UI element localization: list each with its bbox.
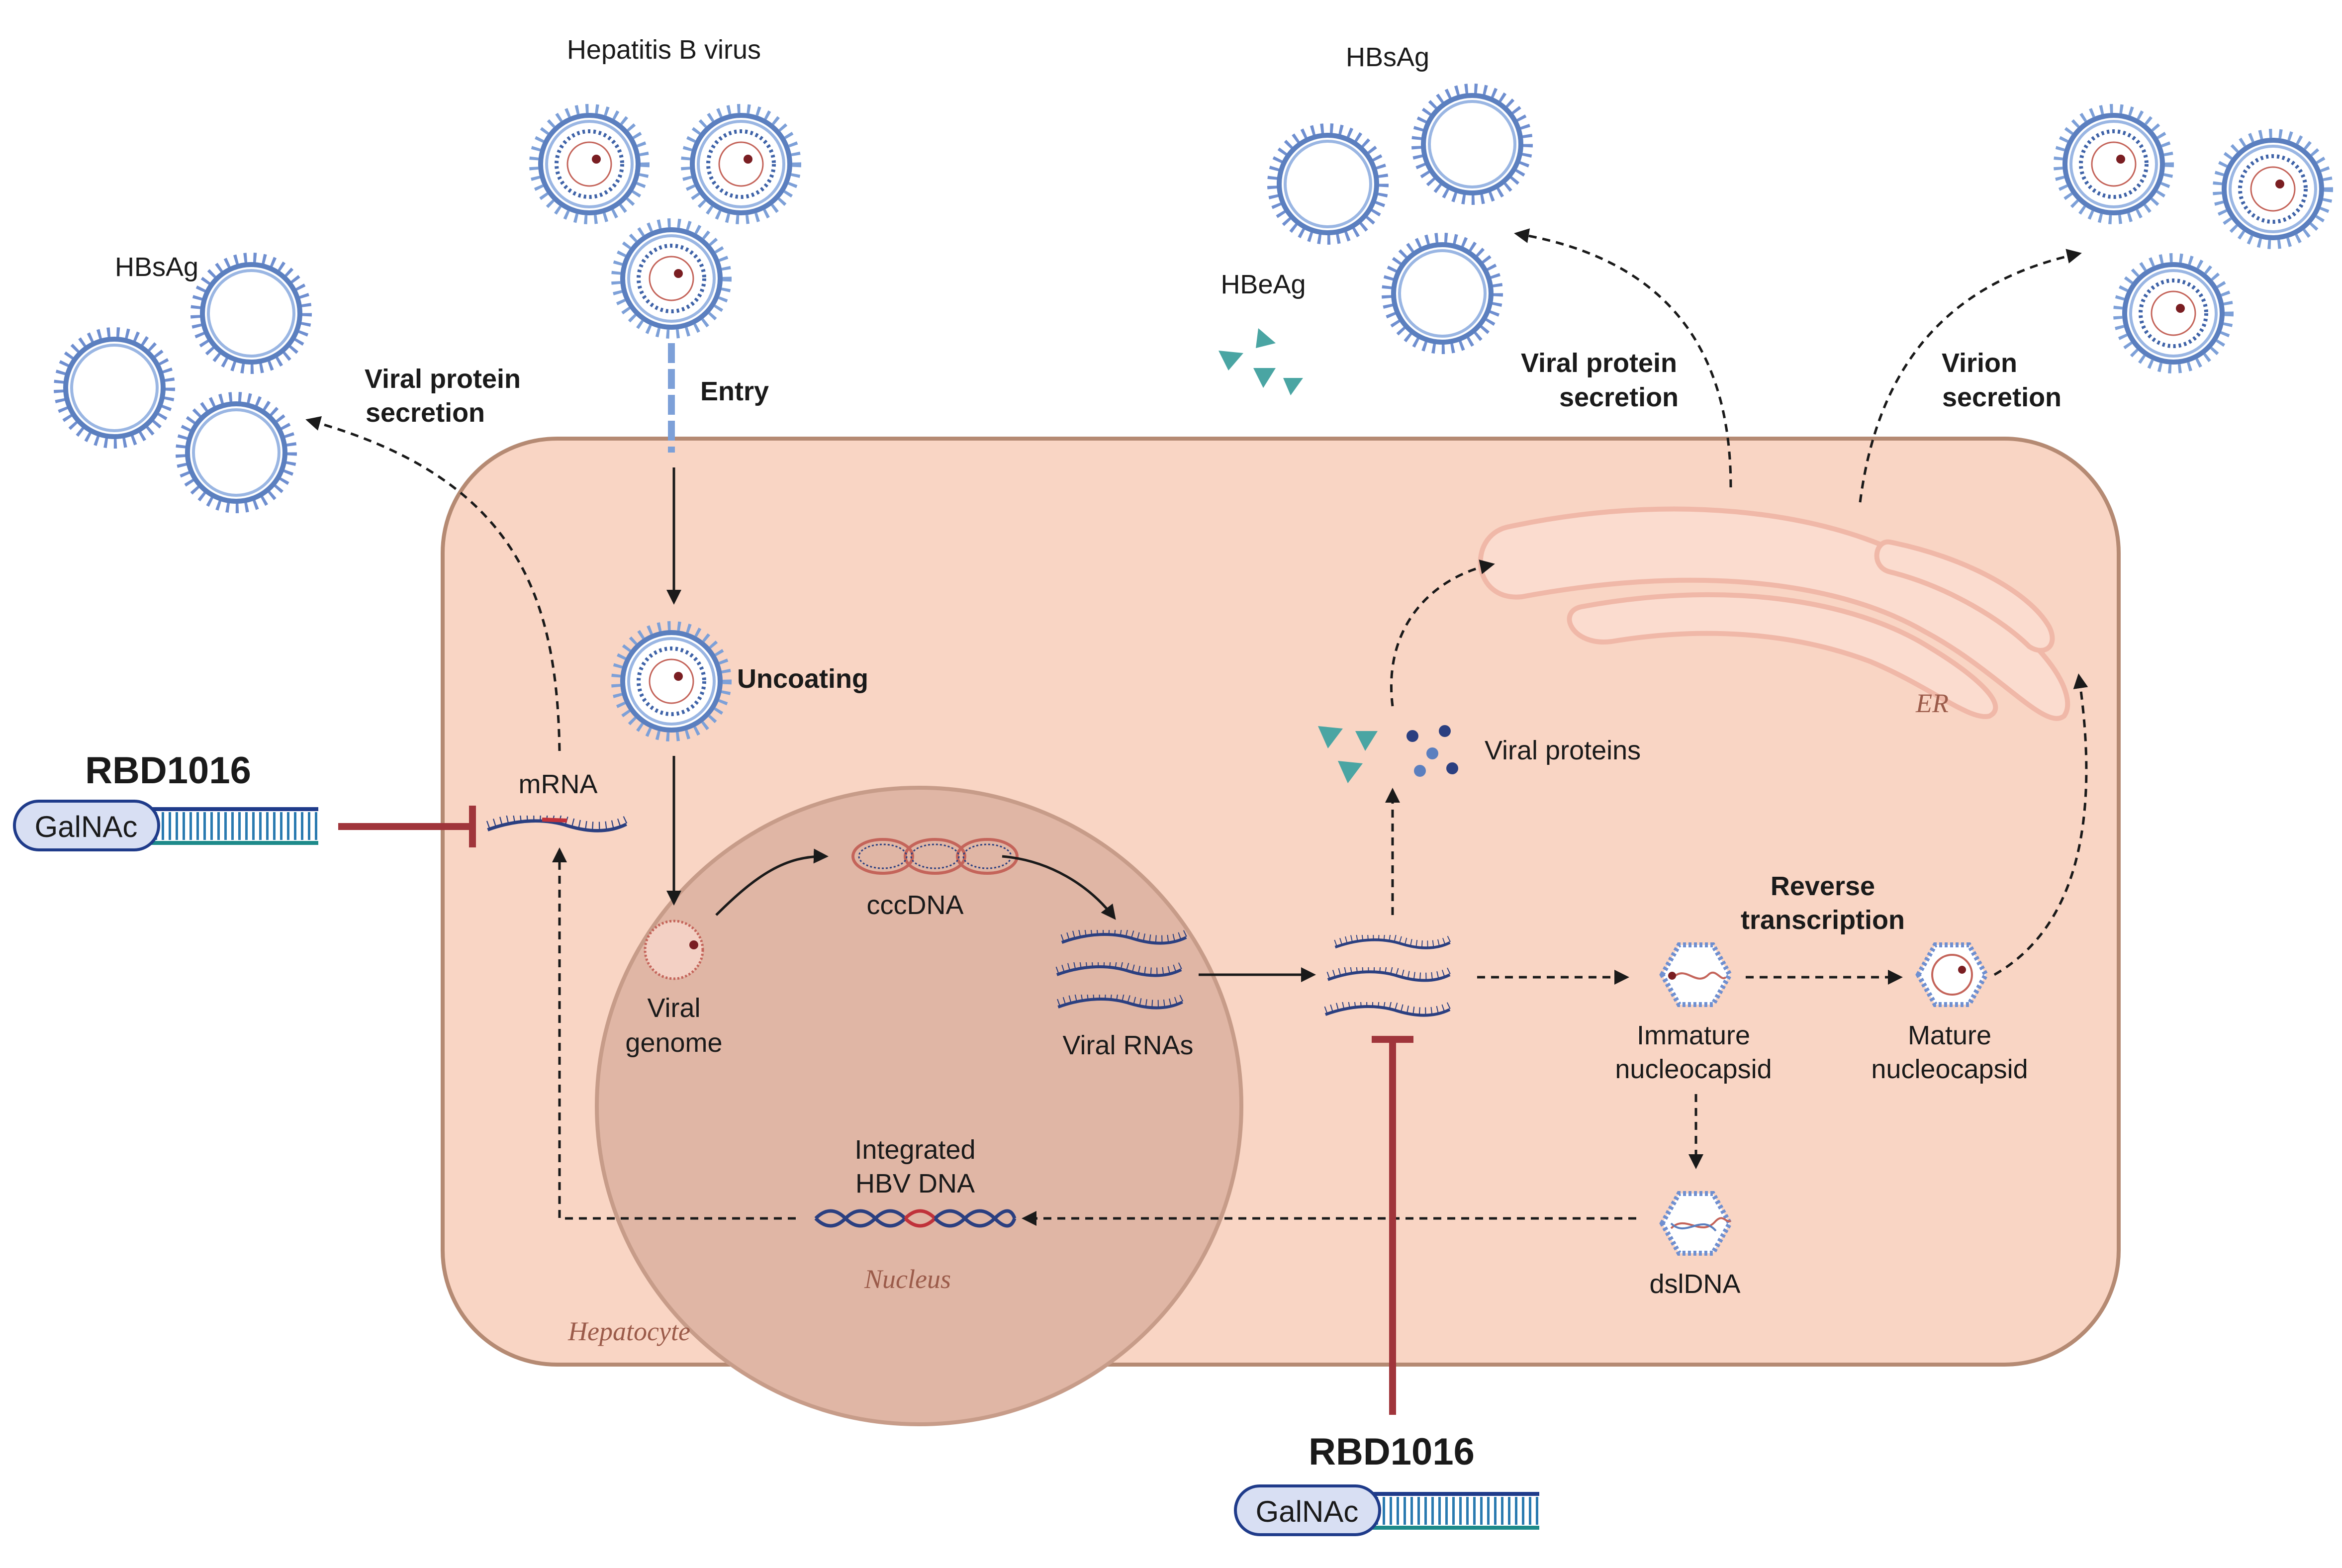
label-entry: Entry [700, 376, 769, 406]
label-virion-secretion-1: Virion [1942, 348, 2017, 378]
label-mature-nucleocapsid-1: Mature [1908, 1020, 1991, 1050]
galnac-label-left: GalNAc [35, 810, 138, 843]
label-viral-protein-secretion-right-1: Viral protein [1521, 348, 1677, 378]
hbv-virions-top [534, 108, 797, 334]
rbd1016-bottom: GalNAc RBD1016 [1235, 1431, 1539, 1535]
immature-nucleocapsid-icon [1662, 945, 1730, 1005]
label-viral-protein-secretion-right-2: secretion [1559, 382, 1679, 412]
label-immature-nucleocapsid-1: Immature [1637, 1020, 1750, 1050]
label-viral-proteins: Viral proteins [1485, 736, 1641, 765]
hbv-virions-right [2058, 108, 2329, 369]
hbeag-particles [1218, 328, 1303, 395]
label-viral-genome-1: Viral [647, 993, 700, 1023]
drug-name-bottom: RBD1016 [1309, 1431, 1475, 1473]
label-mature-nucleocapsid-2: nucleocapsid [1871, 1054, 2028, 1084]
label-hbsag-right: HBsAg [1346, 42, 1429, 72]
viral-genome-icon [644, 920, 704, 980]
label-hbeag: HBeAg [1220, 270, 1306, 299]
label-reverse-transcription-1: Reverse [1771, 871, 1875, 901]
label-integrated-hbv-dna-2: HBV DNA [855, 1169, 975, 1199]
inhibition-left [338, 806, 476, 847]
label-dsldna: dslDNA [1649, 1269, 1740, 1299]
galnac-label-bottom: GalNAc [1256, 1495, 1359, 1528]
mature-nucleocapsid-icon [1918, 945, 1986, 1005]
label-immature-nucleocapsid-2: nucleocapsid [1615, 1054, 1772, 1084]
label-mrna: mRNA [519, 769, 598, 799]
endoplasmic-reticulum [1478, 506, 2070, 721]
label-virion-secretion-2: secretion [1942, 382, 2061, 412]
label-viral-rnas: Viral RNAs [1062, 1030, 1193, 1060]
rbd1016-left: GalNAc RBD1016 [14, 749, 318, 850]
label-uncoating: Uncoating [737, 664, 868, 694]
label-viral-protein-secretion-left-1: Viral protein [365, 364, 521, 394]
integrated-hbv-dna-icon [814, 1209, 1017, 1228]
dsldna-icon [1662, 1194, 1731, 1253]
nucleus [595, 786, 1243, 1426]
hbsag-particles-right [1272, 89, 1528, 349]
mrna-strand [488, 816, 627, 831]
inhibition-bottom [1372, 1036, 1413, 1415]
label-integrated-hbv-dna-1: Integrated [854, 1135, 975, 1165]
drug-name-left: RBD1016 [85, 749, 251, 792]
viral-proteins-cluster [1318, 725, 1458, 783]
label-viral-protein-secretion-left-2: secretion [366, 398, 485, 428]
label-nucleus: Nucleus [864, 1264, 951, 1294]
label-hepatocyte: Hepatocyte [567, 1316, 690, 1346]
label-er: ER [1915, 688, 1949, 718]
label-hbsag-left: HBsAg [115, 252, 198, 282]
label-hbv: Hepatitis B virus [567, 35, 761, 65]
label-reverse-transcription-2: transcription [1741, 905, 1905, 935]
label-cccdna: cccDNA [866, 890, 963, 920]
label-viral-genome-2: genome [625, 1028, 722, 1058]
hbsag-particles-left [59, 258, 307, 508]
